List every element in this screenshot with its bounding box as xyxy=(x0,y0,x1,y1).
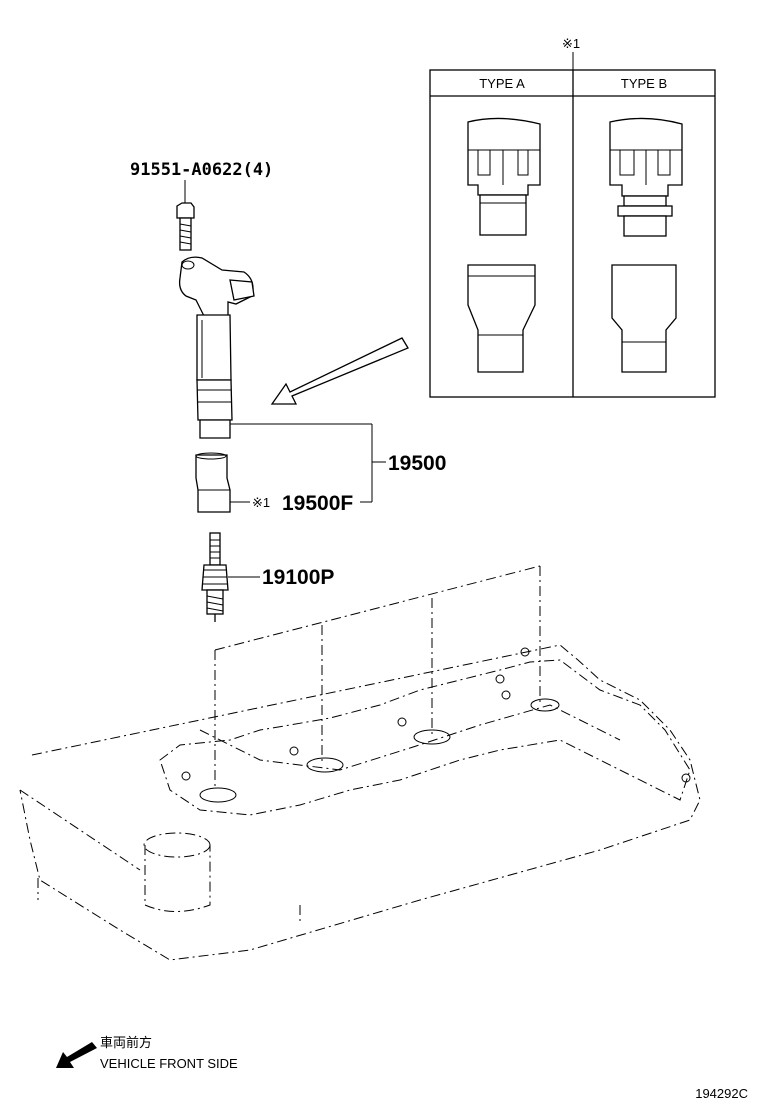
type-b-coil-end xyxy=(609,117,683,237)
plug-hole-1 xyxy=(199,787,237,803)
type-a-label: TYPE A xyxy=(479,76,525,91)
type-inset: ※1 TYPE A TYPE B xyxy=(429,36,716,398)
type-a-boot xyxy=(467,264,536,373)
plug-part-number: 19100P xyxy=(262,566,334,589)
vehicle-front-indicator: 車両前方 VEHICLE FRONT SIDE xyxy=(56,1035,238,1071)
figure-id: 194292C xyxy=(695,1086,748,1101)
boot-part-number: 19500F xyxy=(282,492,353,515)
plug-hole-4 xyxy=(530,698,560,712)
coil-callout-bracket xyxy=(230,423,386,503)
plug-hole-3 xyxy=(413,729,451,745)
type-b-label: TYPE B xyxy=(621,76,667,91)
ignition-coil xyxy=(178,256,255,439)
bolt-part-number: 91551-A0622(4) xyxy=(130,160,273,180)
front-label-jp: 車両前方 xyxy=(100,1035,152,1050)
type-a-coil-end xyxy=(467,117,541,236)
boot-mark: ※1 xyxy=(252,495,270,510)
plug-hole-2 xyxy=(306,757,344,773)
inset-mark: ※1 xyxy=(562,36,580,51)
bolt: 91551-A0622(4) xyxy=(130,160,273,251)
detail-arrow-icon xyxy=(270,337,409,405)
coil-boot xyxy=(195,452,231,513)
cylinder-head xyxy=(19,565,701,961)
arrow-down-left-icon xyxy=(56,1042,97,1068)
front-label-en: VEHICLE FRONT SIDE xyxy=(100,1056,238,1071)
type-b-boot xyxy=(611,264,677,373)
coil-part-number: 19500 xyxy=(388,452,446,475)
spark-plug xyxy=(201,532,260,622)
